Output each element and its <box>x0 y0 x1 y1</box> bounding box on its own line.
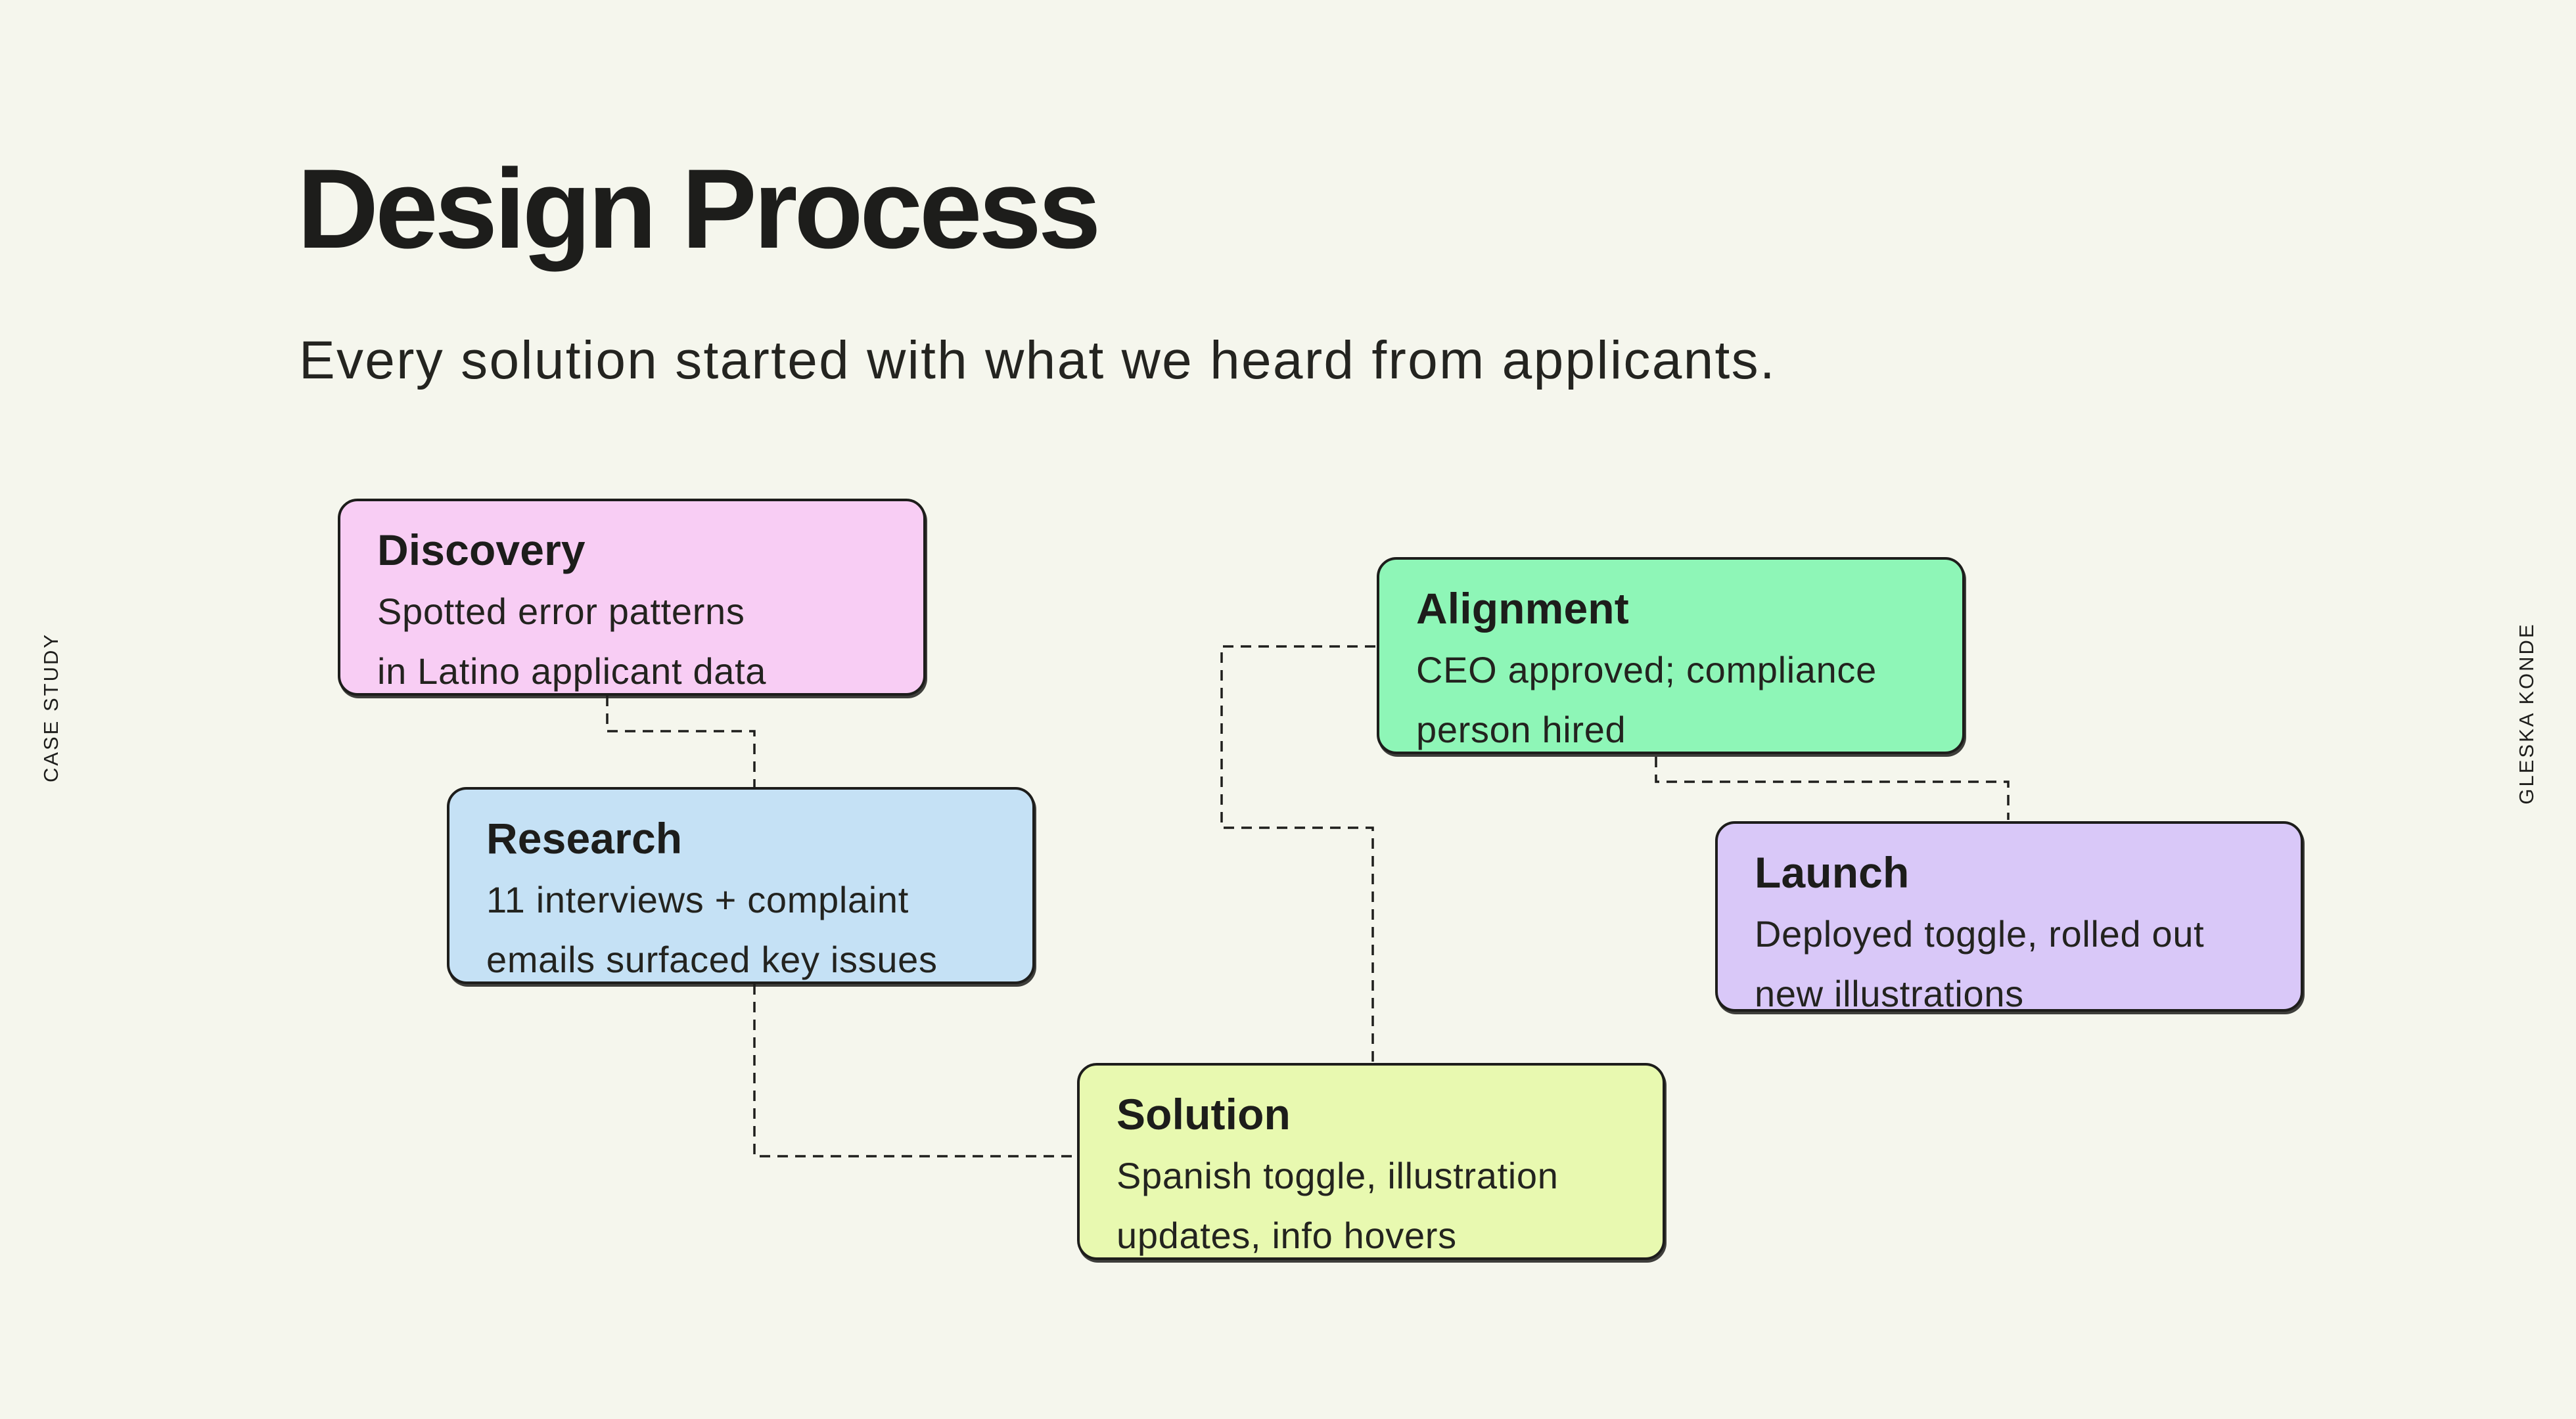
step-title-alignment: Alignment <box>1416 584 1629 633</box>
connector-alignment-launch <box>1655 757 2010 820</box>
step-title-solution: Solution <box>1116 1090 1291 1138</box>
step-body-alignment: CEO approved; compliance person hired <box>1416 649 1877 751</box>
step-body-solution: Spanish toggle, illustration updates, in… <box>1116 1155 1559 1257</box>
connector-solution-alignment <box>1220 645 1375 1062</box>
connector-discovery-research <box>606 696 756 787</box>
step-body-launch: Deployed toggle, rolled out new illustra… <box>1755 913 2205 1015</box>
step-title-discovery: Discovery <box>377 526 586 574</box>
step-card-solution: Solution Spanish toggle, illustration up… <box>1077 1063 1665 1260</box>
connector-research-solution <box>753 984 1076 1158</box>
step-card-discovery: Discovery Spotted error patterns in Lati… <box>338 499 926 696</box>
step-card-research: Research 11 interviews + complaint email… <box>447 787 1035 984</box>
page-title: Design Process <box>297 146 1101 272</box>
side-label-case-study: CASE STUDY <box>39 632 62 783</box>
step-title-launch: Launch <box>1755 848 1910 897</box>
page-subtitle: Every solution started with what we hear… <box>299 330 1776 390</box>
step-card-launch: Launch Deployed toggle, rolled out new i… <box>1715 821 2303 1014</box>
step-title-research: Research <box>486 814 683 863</box>
step-body-discovery: Spotted error patterns in Latino applica… <box>377 591 767 692</box>
step-body-research: 11 interviews + complaint emails surface… <box>486 879 938 981</box>
step-card-alignment: Alignment CEO approved; compliance perso… <box>1377 557 1965 754</box>
side-label-author: GLESKA KONDE <box>2515 622 2538 805</box>
